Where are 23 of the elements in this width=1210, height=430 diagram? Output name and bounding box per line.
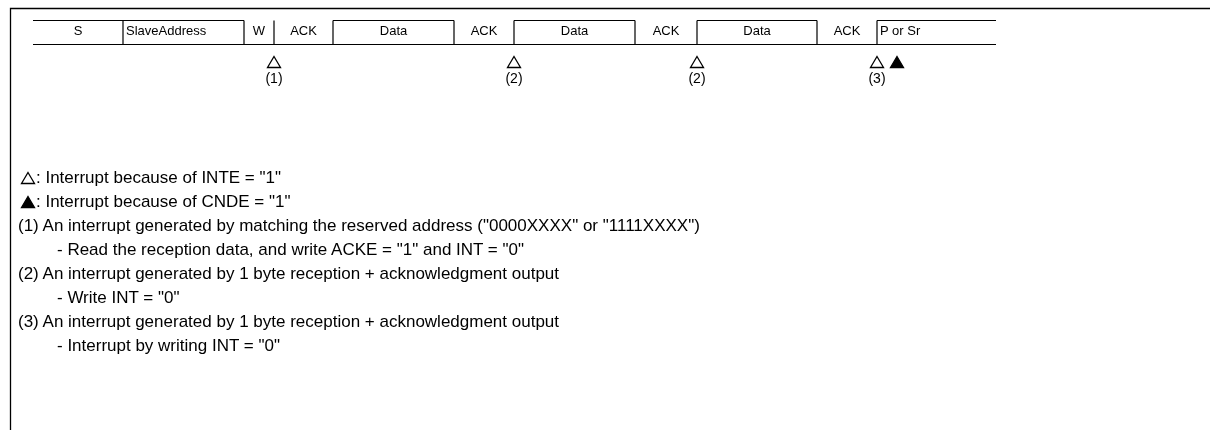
callout-number: (2): [505, 70, 523, 86]
note-text: - Read the reception data, and write ACKE = "1" and INT = "0": [57, 240, 525, 260]
field-name: Data: [379, 23, 408, 38]
note-text: (2) An interrupt generated by 1 byte reception + acknowledgment output: [18, 264, 560, 284]
legend-text: : Interrupt because of CNDE = "1": [36, 192, 291, 212]
field-name: S: [73, 23, 83, 38]
field-name: Data: [743, 23, 771, 38]
note-text: (3) An interrupt generated by 1 byte reception + acknowledgment output: [18, 312, 560, 332]
callout-number: (2): [688, 70, 706, 86]
field-name: Data: [560, 23, 589, 38]
callout-number: (3): [868, 70, 886, 86]
legend-text: : Interrupt because of INTE = "1": [36, 168, 281, 188]
callout-number: (1): [265, 70, 283, 86]
field-name: ACK: [470, 23, 498, 38]
field-name: P or Sr: [880, 23, 921, 38]
field-name: ACK: [833, 23, 861, 38]
field-name: ACK: [290, 23, 317, 38]
note-text: - Write INT = "0": [57, 288, 180, 308]
note-text: (1) An interrupt generated by matching the reserved address ("0000XXXX" or "1111XXXX"): [18, 216, 700, 236]
field-name: SlaveAddress: [126, 23, 207, 38]
field-name: W: [252, 23, 266, 38]
note-text: - Interrupt by writing INT = "0": [57, 336, 280, 356]
field-name: ACK: [652, 23, 680, 38]
